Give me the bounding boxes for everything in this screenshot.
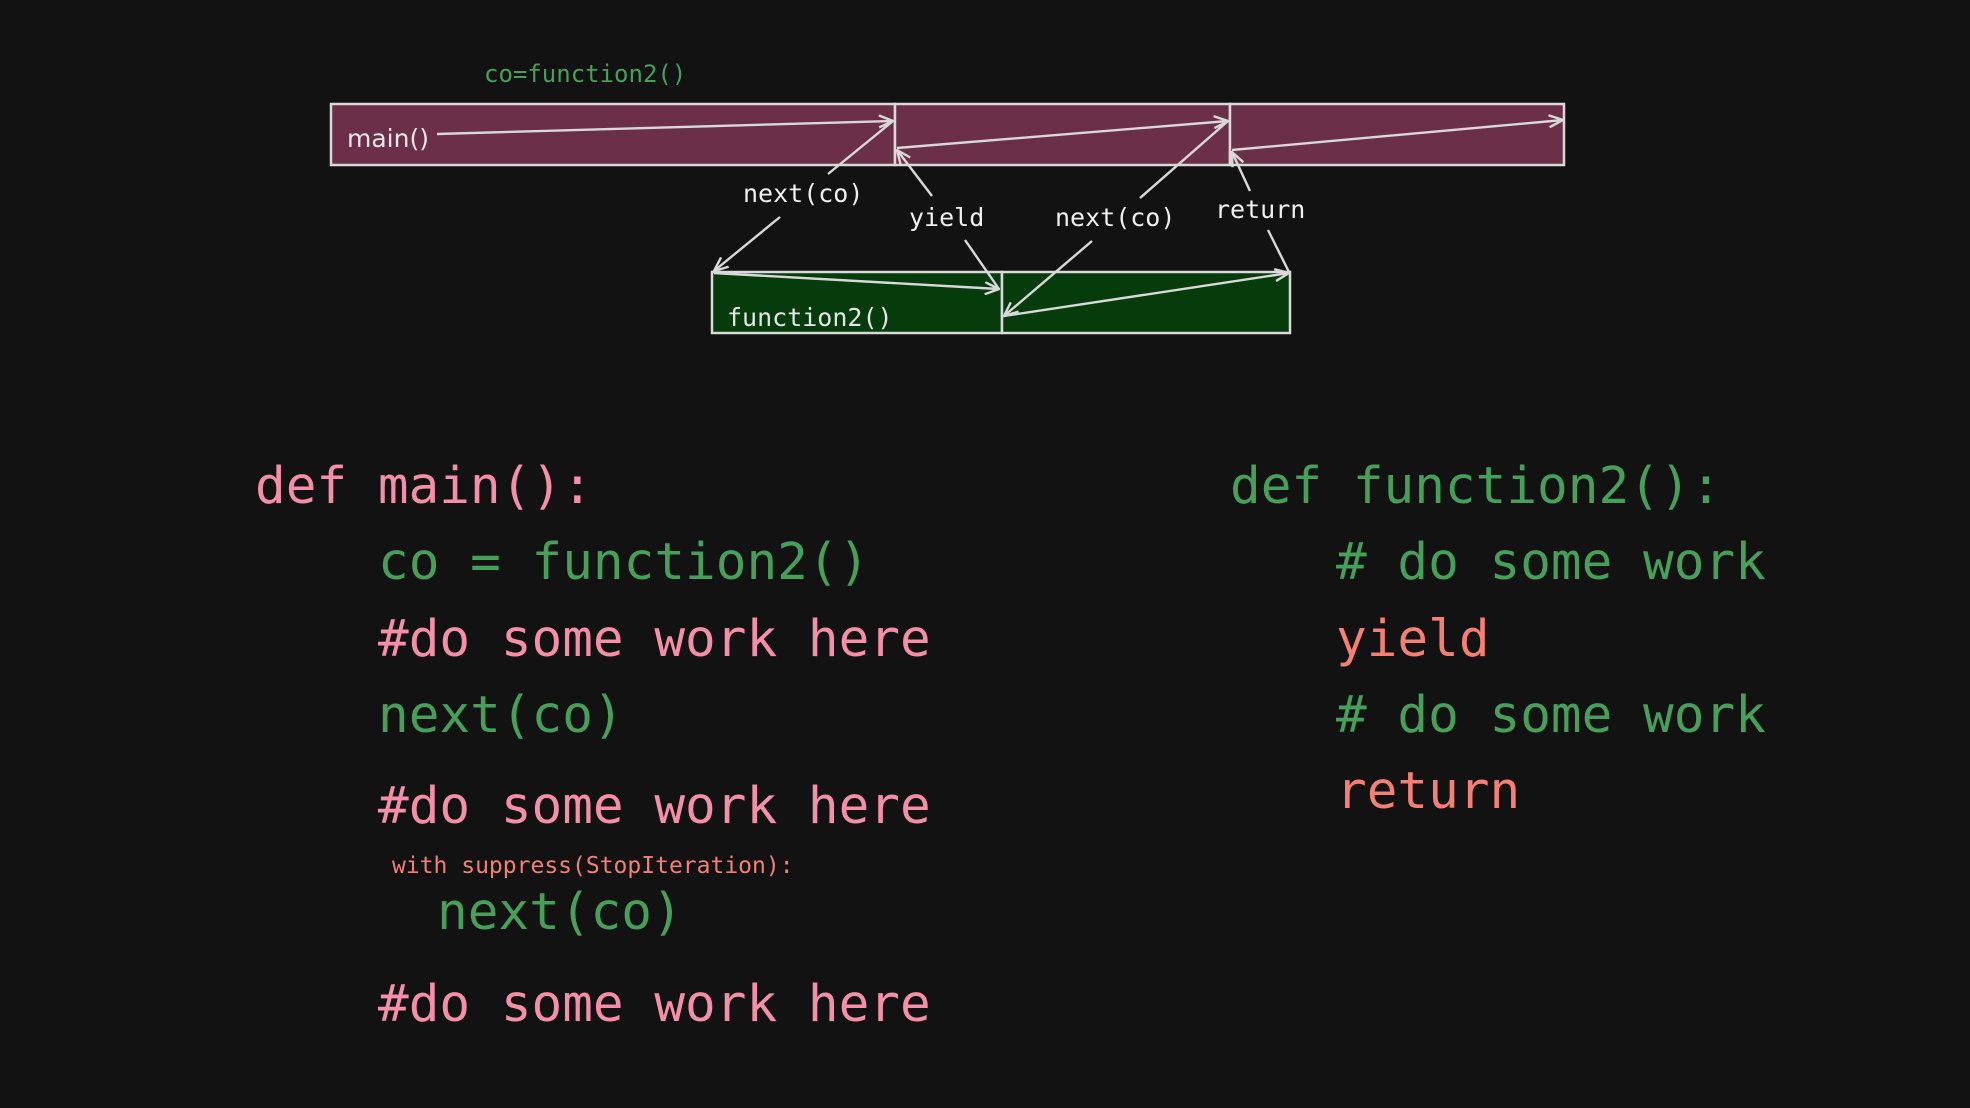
main-segment-1 bbox=[329, 102, 897, 167]
function2-def-line: def function2(): bbox=[1230, 457, 1722, 516]
function2-execution-bar: function2() bbox=[710, 270, 1292, 335]
next-call-label-2: next(co) bbox=[1055, 203, 1175, 232]
coroutine-flow-diagram: co=function2() main() function2() next(c… bbox=[329, 60, 1566, 335]
main-def-line: def main(): bbox=[255, 457, 593, 516]
main-execution-bar: main() bbox=[329, 102, 1566, 167]
main-comment-line-1: #do some work here bbox=[378, 610, 931, 669]
function2-comment-line-1: # do some work bbox=[1336, 533, 1766, 592]
caller-annotation: co=function2() bbox=[484, 60, 686, 88]
yield-arrow bbox=[897, 150, 1000, 290]
next-call-arrow-2 bbox=[1004, 120, 1229, 316]
main-with-suppress-line: with suppress(StopIteration): bbox=[392, 853, 794, 879]
next-call-label-1: next(co) bbox=[743, 179, 863, 208]
function2-bar-label: function2() bbox=[727, 303, 893, 332]
main-bar-label: main() bbox=[347, 124, 429, 153]
function2-flow-arrow-1 bbox=[713, 271, 999, 289]
yield-label: yield bbox=[909, 203, 984, 232]
return-arrow bbox=[1232, 152, 1291, 273]
function2-yield-line: yield bbox=[1336, 610, 1490, 669]
main-flow-arrow-3 bbox=[1231, 120, 1563, 152]
main-create-coroutine-line: co = function2() bbox=[378, 533, 870, 592]
main-next-line-2: next(co) bbox=[437, 883, 683, 942]
main-next-line-1: next(co) bbox=[378, 686, 624, 745]
main-comment-line-3: #do some work here bbox=[378, 975, 931, 1034]
main-comment-line-2: #do some work here bbox=[378, 777, 931, 836]
main-flow-arrow-1 bbox=[436, 121, 893, 136]
function2-comment-line-2: # do some work bbox=[1336, 686, 1766, 745]
return-label: return bbox=[1215, 195, 1305, 224]
main-flow-arrow-2 bbox=[896, 121, 1228, 150]
function2-return-line: return bbox=[1336, 762, 1521, 821]
function2-flow-arrow-2 bbox=[1003, 273, 1289, 318]
function2-segment-2 bbox=[1000, 270, 1292, 335]
next-call-arrow-1 bbox=[714, 120, 894, 271]
